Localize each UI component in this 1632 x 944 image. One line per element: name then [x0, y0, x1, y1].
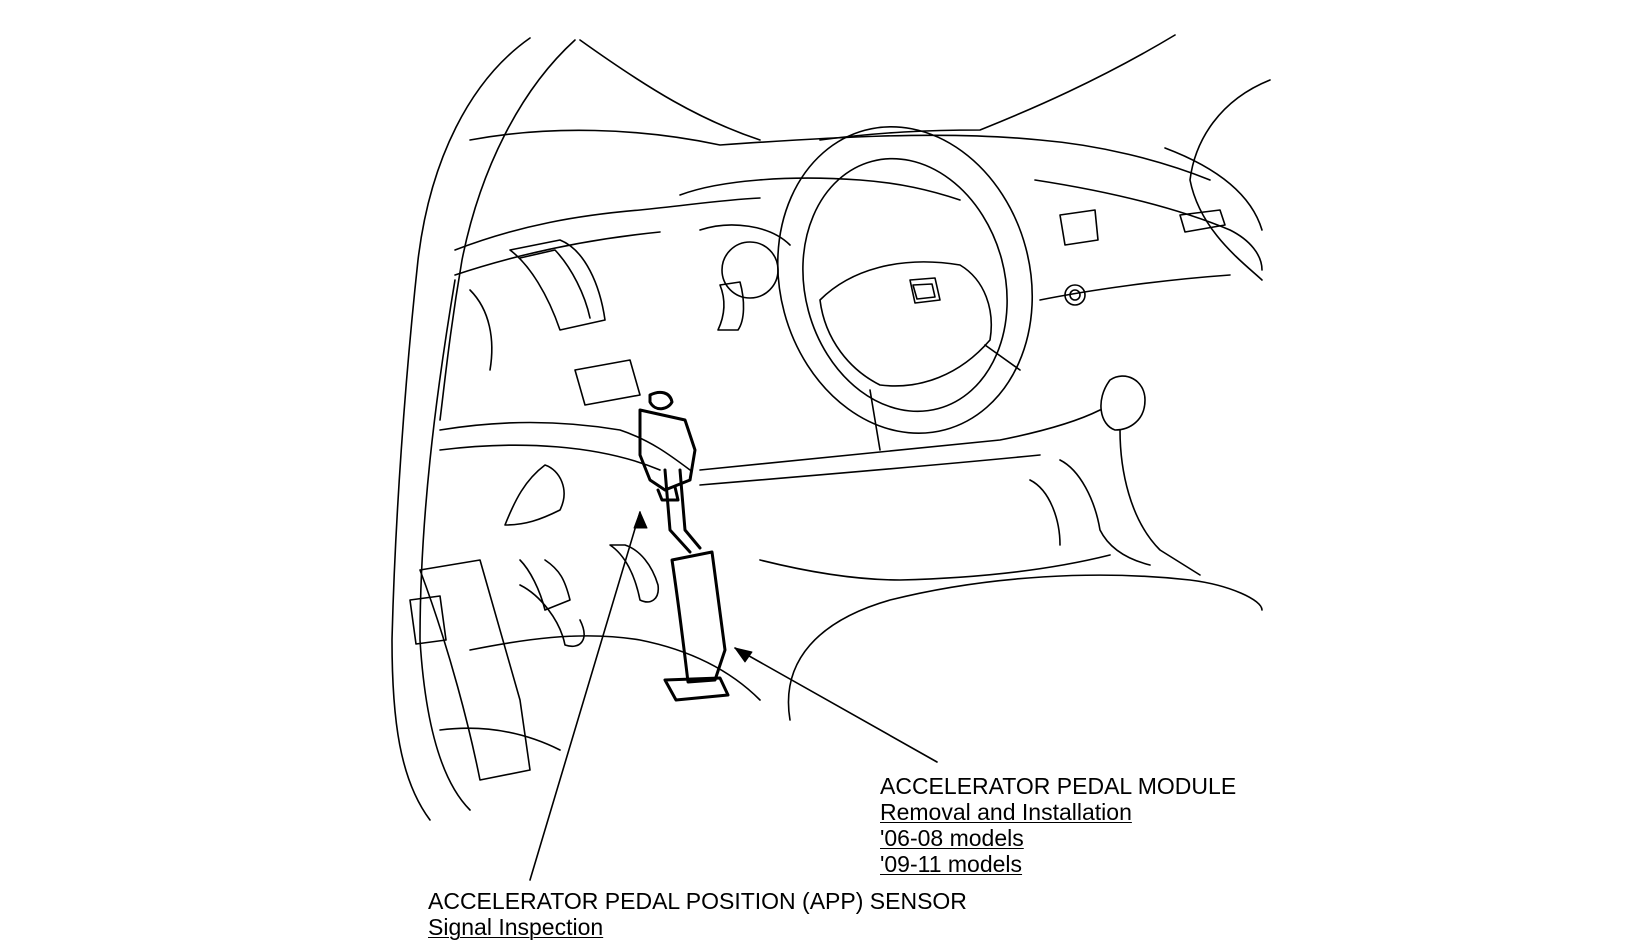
steering-wheel — [776, 126, 1034, 451]
windshield-outline — [469, 34, 1271, 281]
module-06-08-models-link[interactable]: '06-08 models — [880, 825, 1024, 851]
accelerator-pedal-module — [663, 468, 730, 702]
sensor-signal-inspection-link[interactable]: Signal Inspection — [428, 914, 604, 940]
module-leader-line — [734, 647, 938, 763]
sensor-leader-line — [529, 511, 648, 881]
instrument-cluster — [679, 177, 1226, 331]
seat-and-console — [759, 375, 1263, 721]
module-09-11-models-link[interactable]: '09-11 models — [880, 851, 1023, 877]
a-pillar-outline — [391, 37, 576, 821]
module-removal-installation-link[interactable]: Removal and Installation — [880, 799, 1132, 825]
module-callout-title: ACCELERATOR PEDAL MODULE — [880, 773, 1237, 799]
dashboard-outline — [439, 179, 1263, 526]
sensor-callout-title: ACCELERATOR PEDAL POSITION (APP) SENSOR — [428, 888, 967, 914]
app-sensor — [638, 390, 697, 502]
floor-and-pedals — [409, 544, 761, 781]
